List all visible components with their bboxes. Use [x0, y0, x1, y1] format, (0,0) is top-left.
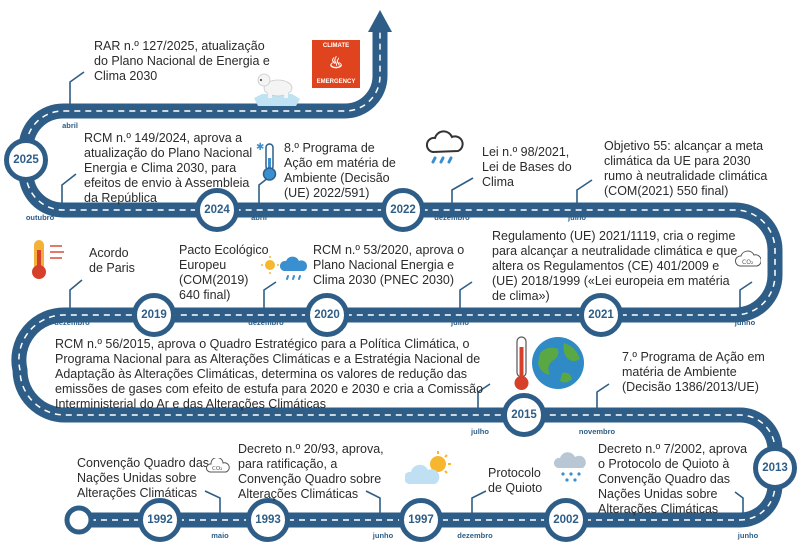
badge-top-text: CLIMATE [322, 43, 350, 49]
marker-outubro-2025 [61, 173, 77, 203]
month-label: junho [737, 531, 759, 540]
year-2022: 2022 [381, 188, 425, 232]
co2-text: CO₂ [212, 466, 222, 472]
thermometer-hot-icon [32, 240, 64, 279]
marker-dezembro-2019b [263, 281, 277, 308]
year-1992: 1992 [138, 498, 182, 542]
co2-cloud-icon: CO₂ [206, 458, 230, 473]
month-label: julho [568, 213, 586, 222]
event-8-programa-acao: 8.º Programa de Ação em matéria de Ambie… [284, 141, 396, 200]
event-rcm-149-2024: RCM n.º 149/2024, aprova a atualização d… [84, 131, 253, 205]
event-decreto-20-93: Decreto n.º 20/93, aprova, para ratifica… [238, 442, 384, 501]
climate-emergency-icon: CLIMATE ♨ EMERGENCY [312, 40, 360, 88]
month-label: dezembro [248, 318, 284, 327]
marker-julho-2020 [459, 281, 473, 308]
co2-cloud-icon: CO₂ [735, 250, 761, 267]
badge-bottom-text: EMERGENCY [316, 79, 356, 85]
event-objetivo-55: Objetivo 55: alcançar a meta climática d… [604, 139, 768, 198]
road-start-circle [64, 505, 94, 535]
marker-junho-1993 [365, 490, 381, 513]
svg-text:✱: ✱ [256, 142, 264, 153]
event-rar-127-2025: RAR n.º 127/2025, atualização do Plano N… [94, 39, 270, 83]
year-2024: 2024 [195, 188, 239, 232]
year-2019: 2019 [132, 293, 176, 337]
year-2021: 2021 [579, 293, 623, 337]
month-label: abril [251, 213, 267, 222]
co2-text: CO₂ [742, 259, 754, 266]
event-convencao-quadro: Convenção Quadro das Nações Unidas sobre… [77, 456, 210, 500]
marker-abril-2025 [69, 71, 85, 104]
marker-dezembro-2019 [69, 279, 83, 308]
month-label: novembro [578, 427, 616, 436]
road-arrowhead [368, 10, 392, 32]
marker-junho-2021 [739, 281, 753, 308]
globe-thermometer-icon [514, 336, 584, 390]
event-pacto-ecologico: Pacto Ecológico Europeu (COM(2019) 640 f… [179, 243, 269, 302]
event-lei-98-2021: Lei n.º 98/2021, Lei de Bases do Clima [482, 145, 572, 189]
sun-cloud-icon [405, 451, 451, 484]
marker-julho-2022 [576, 179, 593, 203]
year-2013: 2013 [753, 446, 797, 490]
month-label: dezembro [434, 213, 470, 222]
year-1997: 1997 [399, 498, 443, 542]
rain-cloud-icon [425, 130, 464, 164]
event-rcm-56-2015: RCM n.º 56/2015, aprova o Quadro Estraté… [55, 337, 484, 411]
year-2002: 2002 [544, 498, 588, 542]
month-label: outubro [25, 213, 55, 222]
badge-flame-glyph: ♨ [328, 55, 344, 72]
marker-dezembro-1997 [471, 490, 487, 513]
month-label: junho [734, 318, 756, 327]
month-label: julho [471, 427, 489, 436]
year-1993: 1993 [246, 498, 290, 542]
hail-cloud-icon [553, 452, 586, 482]
event-regulamento-2021-1119: Regulamento (UE) 2021/1119, cria o regim… [492, 229, 738, 303]
month-label: dezembro [54, 318, 90, 327]
month-label: maio [211, 531, 229, 540]
marker-dezembro-2022 [451, 177, 474, 203]
month-label: dezembro [457, 531, 493, 540]
marker-junho-2002 [734, 491, 744, 513]
event-7-programa-acao: 7.º Programa de Ação em matéria de Ambie… [622, 350, 765, 394]
polar-bear-icon [254, 73, 300, 106]
marker-maio-1992 [204, 490, 221, 513]
month-label: junho [372, 531, 394, 540]
event-acordo-paris: Acordo de Paris [89, 246, 135, 275]
event-rcm-53-2020: RCM n.º 53/2020, aprova o Plano Nacional… [313, 243, 465, 287]
year-2015: 2015 [502, 393, 546, 437]
month-label: abril [62, 121, 78, 130]
marker-julho-2015 [477, 383, 491, 408]
sun-rain-icon [261, 256, 308, 280]
thermometer-snow-icon: ✱ [256, 142, 277, 181]
month-label: julho [451, 318, 469, 327]
road-center-dash [18, 30, 776, 521]
year-2020: 2020 [305, 293, 349, 337]
event-protocolo-quioto: Protocolo de Quioto [488, 466, 543, 495]
event-markers [61, 71, 753, 513]
year-2025: 2025 [4, 138, 48, 182]
event-decreto-7-2002: Decreto n.º 7/2002, aprova o Protocolo d… [598, 442, 748, 516]
marker-novembro-2015 [596, 383, 610, 408]
